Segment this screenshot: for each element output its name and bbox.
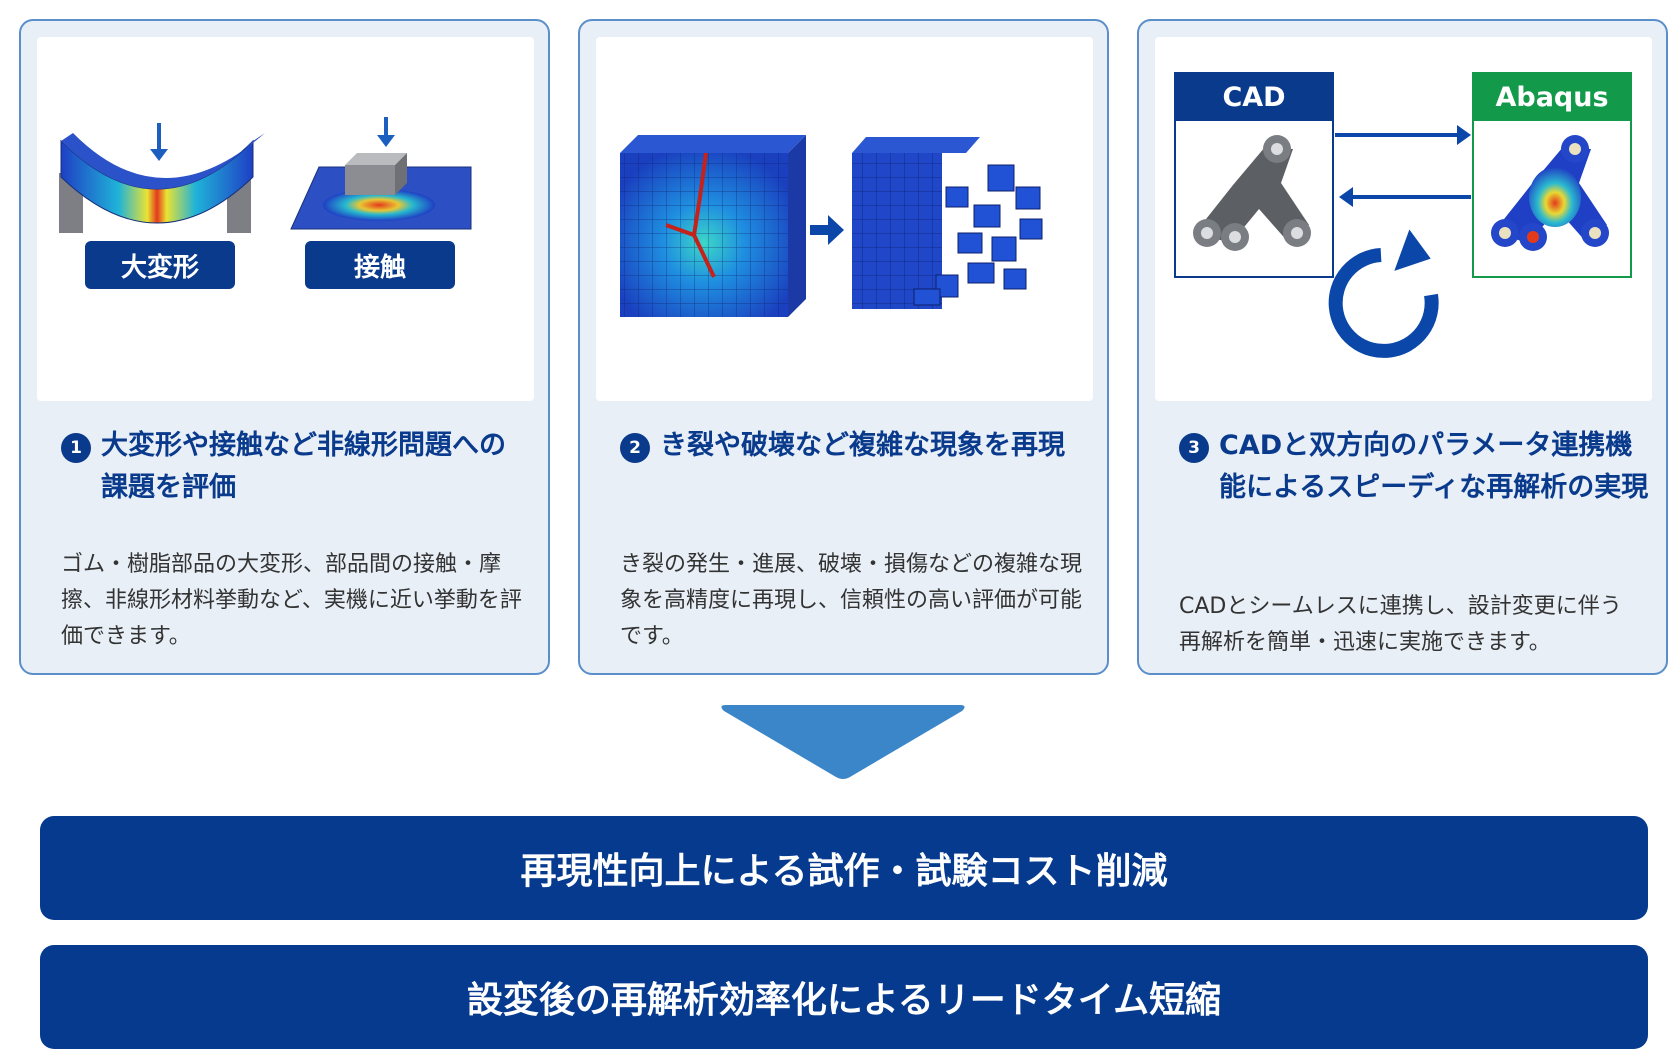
bending-beam-image — [59, 123, 265, 233]
card-title: 1 大変形や接触など非線形問題への課題を評価 — [61, 425, 531, 509]
contact-label: 接触 — [305, 241, 455, 289]
result-cost-reduction: 再現性向上による試作・試験コスト削減 — [40, 816, 1648, 920]
card-description: ゴム・樹脂部品の大変形、部品間の接触・摩擦、非線形材料挙動など、実機に近い挙動を… — [61, 552, 522, 649]
card-title-text: CADと双方向のパラメータ連携機能によるスピーディな再解析の実現 — [1219, 430, 1649, 503]
number-badge: 3 — [1179, 433, 1209, 463]
feature-card-cad-link: CAD Abaqus 3 CADと双方向のパラメータ連携機能によるスピーディな再… — [1137, 19, 1668, 675]
card-title-text: き裂や破壊など複雑な現象を再現 — [660, 430, 1065, 461]
feature-card-nonlinear: 大変形 接触 1 大変形や接触など非線形問題への課題を評価 ゴム・樹脂部品の大変… — [19, 19, 550, 675]
refresh-icon — [1328, 229, 1439, 358]
fracture-illustration — [596, 37, 1093, 401]
cad-label: CAD — [1222, 81, 1286, 113]
large-deformation-label: 大変形 — [85, 241, 235, 289]
card-title: 2 き裂や破壊など複雑な現象を再現 — [620, 425, 1090, 467]
contact-plate-image — [290, 117, 472, 230]
result-leadtime-reduction: 設変後の再解析効率化によるリードタイム短縮 — [40, 945, 1648, 1049]
abaqus-label: Abaqus — [1495, 81, 1609, 113]
number-badge: 1 — [61, 433, 91, 463]
fragmented-block-image — [852, 137, 1043, 309]
card-title: 3 CADと双方向のパラメータ連携機能によるスピーディな再解析の実現 — [1179, 425, 1649, 509]
sync-arrows-icon — [1335, 125, 1471, 207]
down-arrow-icon — [721, 705, 965, 779]
nonlinear-illustration: 大変形 接触 — [37, 37, 534, 401]
cracked-block-image — [620, 135, 806, 317]
cad-part-image — [1193, 135, 1311, 251]
number-badge: 2 — [620, 433, 650, 463]
cad-abaqus-illustration: CAD Abaqus — [1155, 37, 1652, 401]
card-title-text: 大変形や接触など非線形問題への課題を評価 — [101, 430, 506, 503]
abaqus-result-image — [1491, 135, 1609, 251]
card-description: き裂の発生・進展、破壊・損傷などの複雑な現象を高精度に再現し、信頼性の高い評価が… — [620, 552, 1083, 649]
card-description: CADとシームレスに連携し、設計変更に伴う再解析を簡単・迅速に実施できます。 — [1179, 594, 1622, 655]
right-arrow-icon — [810, 215, 844, 245]
feature-card-fracture: 2 き裂や破壊など複雑な現象を再現 き裂の発生・進展、破壊・損傷などの複雑な現象… — [578, 19, 1109, 675]
